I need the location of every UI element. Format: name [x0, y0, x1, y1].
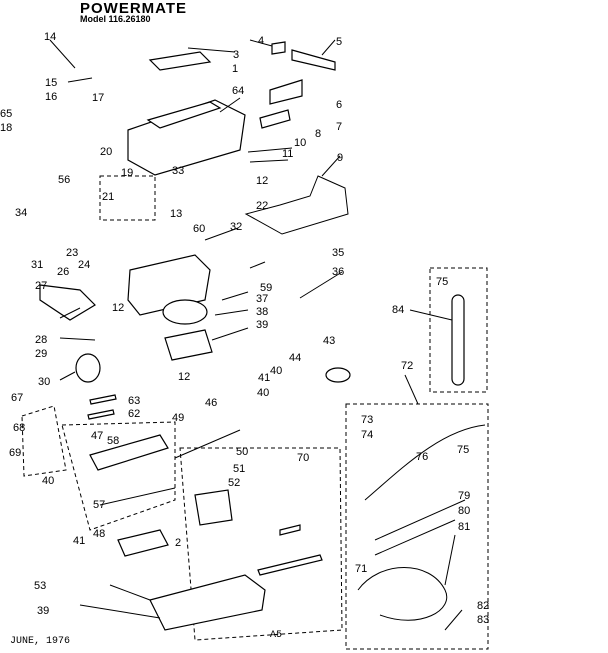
part-number-label: 76	[416, 451, 428, 463]
part-number-label: 52	[228, 477, 240, 489]
group-boxes	[21, 175, 489, 650]
part-number-label: 47	[91, 430, 103, 442]
part-number-label: 83	[477, 614, 489, 626]
footer-code: A5	[270, 630, 283, 641]
part-number-label: 15	[45, 77, 57, 89]
part-number-label: 50	[236, 446, 248, 458]
part-number-label: 37	[256, 293, 268, 305]
part-number-label: 12	[256, 175, 268, 187]
part-number-label: 34	[15, 207, 27, 219]
part-number-label: 10	[294, 137, 306, 149]
part-number-label: 71	[355, 563, 367, 575]
part-number-label: 68	[13, 422, 25, 434]
part-number-label: 5	[336, 36, 342, 48]
part-number-label: 33	[172, 165, 184, 177]
part-number-label: 9	[337, 152, 343, 164]
part-number-label: 2	[175, 537, 181, 549]
part-number-label: 44	[289, 352, 301, 364]
part-number-label: 36	[332, 266, 344, 278]
part-number-label: 1	[232, 63, 238, 75]
part-number-label: 12	[112, 302, 124, 314]
part-number-label: 84	[392, 304, 404, 316]
part-number-label: 21	[102, 191, 114, 203]
part-number-label: 12	[178, 371, 190, 383]
part-number-label: 48	[93, 528, 105, 540]
part-number-label: 39	[37, 605, 49, 617]
part-number-label: 20	[100, 146, 112, 158]
part-number-label: 74	[361, 429, 373, 441]
part-number-label: 53	[34, 580, 46, 592]
part-number-label: 51	[233, 463, 245, 475]
part-number-label: 58	[107, 435, 119, 447]
part-number-label: 56	[58, 174, 70, 186]
footer-date: JUNE, 1976	[10, 636, 71, 647]
part-number-label: 49	[172, 412, 184, 424]
part-number-label: 4	[258, 35, 264, 47]
part-number-label: 16	[45, 91, 57, 103]
leader-lines	[49, 39, 466, 631]
part-number-label: 18	[0, 122, 12, 134]
part-number-label: 11	[282, 148, 293, 160]
part-number-label: 72	[401, 360, 413, 372]
part-number-label: 32	[230, 221, 242, 233]
part-number-label: 81	[458, 521, 470, 533]
part-number-label: 39	[256, 319, 268, 331]
part-number-label: 8	[315, 128, 321, 140]
part-number-label: 43	[323, 335, 335, 347]
part-number-label: 69	[9, 447, 21, 459]
part-number-label: 30	[38, 376, 50, 388]
part-number-label: 26	[57, 266, 69, 278]
part-number-label: 23	[66, 247, 78, 259]
page-title: POWERMATE	[80, 0, 188, 17]
part-number-label: 40	[42, 475, 54, 487]
part-number-label: 40	[257, 387, 269, 399]
part-number-label: 64	[232, 85, 244, 97]
part-number-label: 57	[93, 499, 105, 511]
part-number-label: 28	[35, 334, 47, 346]
part-number-label: 35	[332, 247, 344, 259]
part-number-label: 24	[78, 259, 90, 271]
part-number-label: 31	[31, 259, 43, 271]
part-number-label: 82	[477, 600, 489, 612]
part-number-label: 62	[128, 408, 140, 420]
part-number-label: 63	[128, 395, 140, 407]
part-number-label: 19	[121, 167, 133, 179]
part-number-label: 38	[256, 306, 268, 318]
part-number-label: 7	[336, 121, 342, 133]
part-number-label: 73	[361, 414, 373, 426]
part-number-label: 14	[44, 31, 56, 43]
part-number-label: 70	[297, 452, 309, 464]
model-number: Model 116.26180	[80, 14, 151, 24]
part-number-label: 27	[35, 280, 47, 292]
parts	[39, 41, 486, 631]
part-number-label: 17	[92, 92, 104, 104]
part-number-label: 41	[258, 372, 270, 384]
part-number-label: 75	[457, 444, 469, 456]
part-number-label: 80	[458, 505, 470, 517]
part-number-label: 40	[270, 365, 282, 377]
part-number-label: 60	[193, 223, 205, 235]
part-number-label: 22	[256, 200, 268, 212]
part-number-label: 13	[170, 208, 182, 220]
part-number-label: 59	[260, 282, 272, 294]
part-number-label: 3	[233, 49, 239, 61]
part-number-label: 75	[436, 276, 448, 288]
part-number-label: 29	[35, 348, 47, 360]
part-number-label: 65	[0, 108, 12, 120]
part-number-label: 67	[11, 392, 23, 404]
part-number-label: 6	[336, 99, 342, 111]
part-number-label: 46	[205, 397, 217, 409]
part-number-label: 41	[73, 535, 85, 547]
part-number-label: 79	[458, 490, 470, 502]
